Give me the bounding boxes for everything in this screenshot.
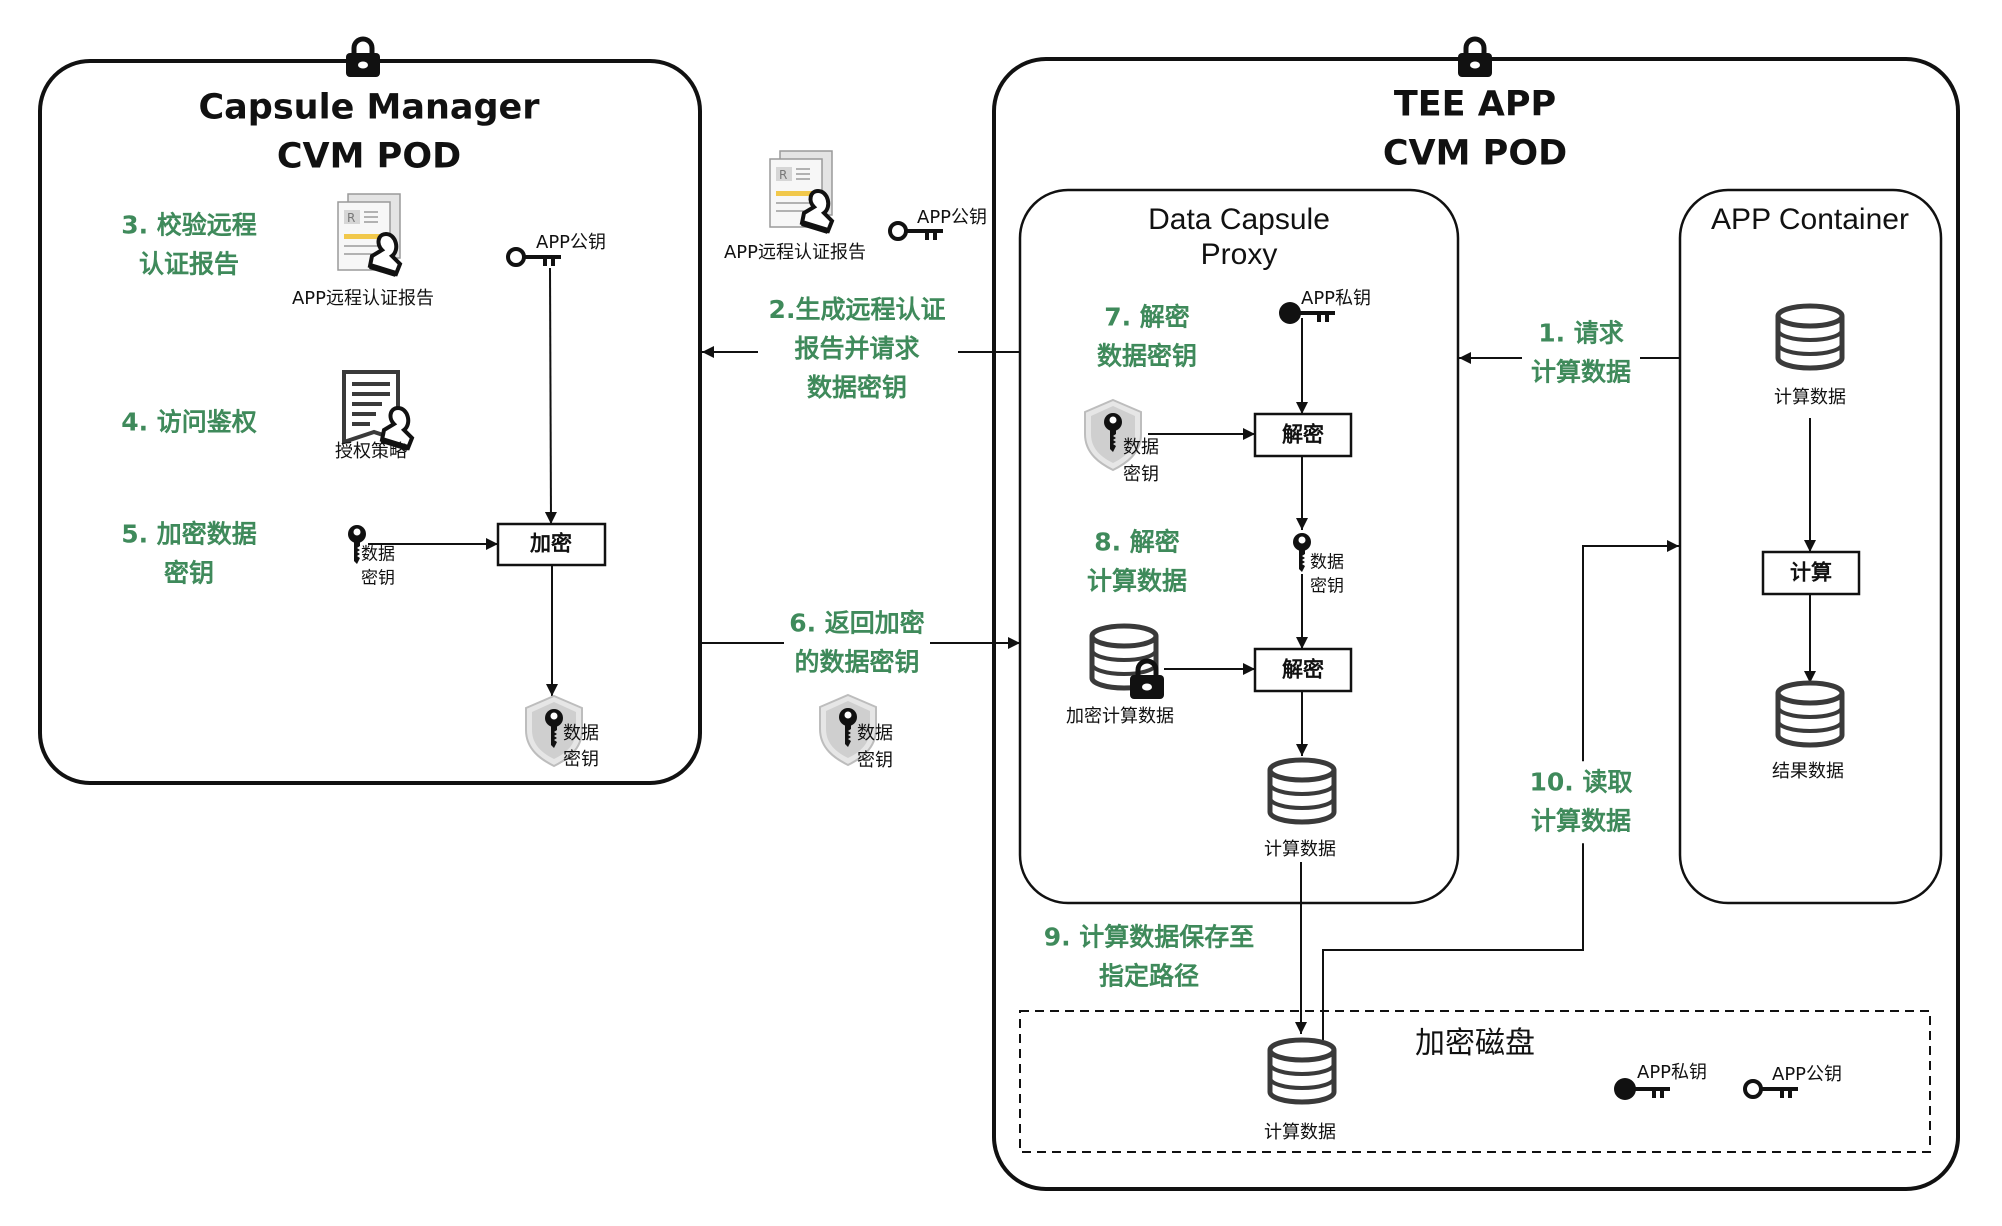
lock-icon [346,39,380,77]
result-data-label: 结果数据 [1772,761,1844,782]
step-10-line-1: 10. 读取 [1529,767,1633,797]
step-4-label: 4. 访问鉴权 [117,401,261,445]
data-capsule-proxy-box [1018,188,1460,905]
database-icon [1270,760,1334,822]
policy-label: 授权策略 [335,441,407,462]
compute-box-label: 计算 [1790,560,1832,585]
step-4-line-1: 4. 访问鉴权 [121,407,257,437]
database-icon [1778,306,1842,368]
shield-key-label: 数据 [857,723,893,744]
attestation-report-icon [770,151,832,231]
decrypt-box-2-label: 解密 [1282,657,1324,682]
proxy-title-2: Proxy [1200,238,1278,271]
container-title: APP Container [1711,203,1909,236]
step-7-line-2: 数据密钥 [1096,341,1198,370]
step-10-line-2: 计算数据 [1530,806,1631,835]
shield-key-label-2: 密钥 [857,750,893,771]
shield-key-label: 数据 [1123,437,1159,458]
shield-key-label-2: 密钥 [1123,464,1159,485]
attestation-report-label: APP远程认证报告 [723,242,867,263]
result-database-icon [1778,683,1842,745]
encrypted-disk-box [1019,1010,1931,1153]
capsule-manager-title: Capsule Manager [198,87,540,128]
encrypted-data-label: 加密计算数据 [1066,706,1174,727]
step-9-line-2: 指定路径 [1098,961,1200,990]
step-6-line-2: 的数据密钥 [794,647,920,676]
public-key-label: APP公钥 [536,232,607,253]
step-1-label: 1. 请求 计算数据 [1526,312,1636,394]
shield-key-label: 数据 [563,723,599,744]
step-1-line-2: 计算数据 [1530,357,1632,386]
step-2-label: 2.生成远程认证 报告并请求 数据密钥 [764,288,950,410]
capsule-manager-subtitle: CVM POD [276,136,462,177]
attestation-report-icon [338,194,400,274]
step-2-line-3: 数据密钥 [806,372,907,402]
step-5-label: 5. 加密数据 密钥 [117,513,261,595]
step-8-line-1: 8. 解密 [1094,527,1180,557]
step-9-label: 9. 计算数据保存至 指定路径 [1039,916,1259,998]
public-key-label: APP公钥 [917,207,988,228]
encrypt-box-label: 加密 [530,531,572,556]
lock-icon [1458,39,1492,77]
step-5-line-1: 5. 加密数据 [121,519,257,549]
step-7-line-1: 7. 解密 [1104,302,1190,332]
disk-data-label: 计算数据 [1264,1122,1336,1143]
step10-path [1322,540,1679,1040]
tee-app-title: TEE APP [1393,84,1557,125]
data-key-label-2: 密钥 [361,568,395,589]
disk-public-key-label: APP公钥 [1772,1064,1843,1085]
step-2-line-1: 2.生成远程认证 [768,294,946,324]
proxy-title: Data Capsule [1148,203,1330,236]
step-2-line-2: 报告并请求 [794,333,920,363]
decrypt-box-1-label: 解密 [1282,422,1324,447]
data-key-label: 数据 [1310,552,1344,573]
step-9-line-1: 9. 计算数据保存至 [1043,922,1255,952]
app-container-box [1678,188,1943,905]
pubkey-to-encrypt-arrow [544,267,557,525]
tee-app-subtitle: CVM POD [1382,133,1568,174]
step-6-line-1: 6. 返回加密 [789,608,925,638]
disk-private-key-label: APP私钥 [1637,1062,1708,1083]
step-8-label: 8. 解密 计算数据 [1082,521,1192,603]
step-7-label: 7. 解密 数据密钥 [1092,296,1202,378]
step-3-label: 3. 校验远程 认证报告 [117,204,261,286]
encrypt-box [496,522,607,567]
policy-icon [344,372,412,448]
data-key-label-2: 密钥 [1310,576,1344,597]
attestation-report-label: APP远程认证报告 [291,288,435,309]
data-key-label: 数据 [361,544,395,565]
step-6-label: 6. 返回加密 的数据密钥 [785,602,929,684]
step-10-label: 10. 读取 计算数据 [1525,761,1637,843]
step-3-line-1: 3. 校验远程 [121,210,257,240]
step-3-line-2: 认证报告 [138,249,240,278]
compute-data-label: 计算数据 [1264,839,1336,860]
container-data-label: 计算数据 [1774,387,1846,408]
shield-key-label-2: 密钥 [563,749,599,770]
encrypted-disk-title: 加密磁盘 [1415,1026,1535,1061]
step-1-line-1: 1. 请求 [1538,318,1624,348]
private-key-label: APP私钥 [1301,288,1372,309]
step-8-line-2: 计算数据 [1086,566,1188,595]
database-icon [1270,1040,1334,1102]
data-key-icon [1293,533,1311,572]
step-5-line-2: 密钥 [163,558,215,587]
